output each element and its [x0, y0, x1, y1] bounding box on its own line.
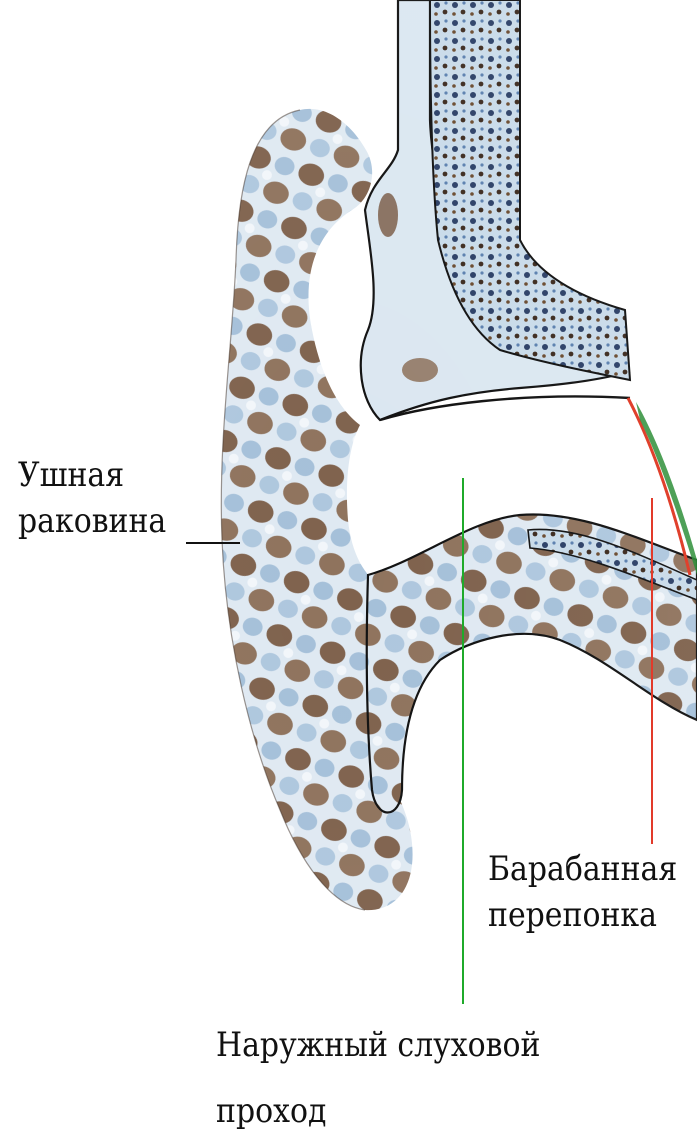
auricle-label-line-1: Ушная — [18, 452, 166, 498]
ear-canal-label-line-2: проход — [216, 1088, 540, 1134]
eardrum-label-line-2: перепонка — [488, 892, 677, 938]
auricle-label: Ушная раковина — [18, 452, 166, 544]
ear-canal-label-line-1: Наружный слуховой — [216, 1022, 540, 1068]
ear-canal-label: Наружный слуховой проход — [216, 1022, 540, 1134]
eardrum-label-line-1: Барабанная — [488, 846, 677, 892]
eardrum-label: Барабанная перепонка — [488, 846, 677, 938]
auricle-label-line-2: раковина — [18, 498, 166, 544]
